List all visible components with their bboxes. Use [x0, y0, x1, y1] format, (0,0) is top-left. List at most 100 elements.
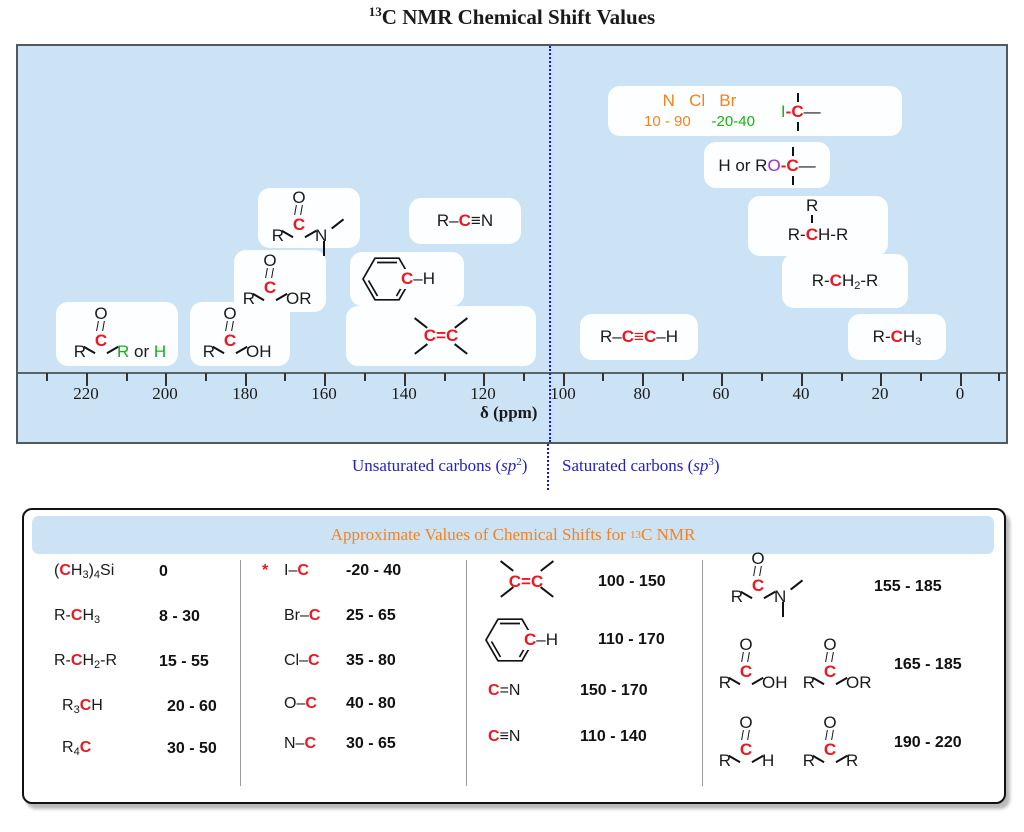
alkoxy-carbon-structure: H or RO-C— [718, 146, 816, 185]
benzene-structure: C–H [359, 252, 455, 306]
formula: I–C [284, 562, 309, 579]
right-group: H [762, 751, 775, 770]
formula: C≡N [488, 728, 521, 745]
axis-minor-tick [523, 373, 525, 381]
right-group: OR [286, 289, 312, 308]
ketone-range-box: O C R R or H [56, 302, 178, 366]
left-group: R [802, 673, 815, 692]
carbon-atom: C [823, 740, 837, 759]
shift-value: 20 - 60 [167, 697, 217, 715]
alkyne-formula: R–C≡C–H [600, 327, 678, 346]
axis-tick-label: 20 [871, 384, 889, 403]
shift-value: 110 - 140 [580, 728, 647, 745]
sp2-sp3-divider-line [547, 444, 549, 490]
axis-minor-tick [841, 373, 843, 381]
carbon-atom: C [292, 215, 306, 234]
axis-tick [721, 373, 723, 386]
heteroatom-range-box: N Cl Br 10 - 90 -20-40 I-C— [608, 86, 902, 136]
shift-value: 155 - 185 [874, 578, 942, 595]
alkene-label: C=C [508, 572, 544, 591]
double-bond [741, 730, 750, 740]
aromatic-ch-label: C–H [523, 630, 560, 650]
shift-value: 30 - 65 [346, 735, 396, 752]
ketone-structure: O C R R or H [67, 304, 167, 363]
carbon-atom: C [791, 93, 804, 131]
table-row: C=C 100 - 150 [482, 556, 666, 608]
heteroatom-ranges: N Cl Br 10 - 90 -20-40 [644, 90, 755, 132]
acid-structure: O C R OH [196, 304, 284, 363]
alkoxy-group: H or RO- [718, 156, 787, 175]
sp2-sp3-divider-line [549, 46, 551, 442]
oxygen-atom: O [263, 251, 277, 270]
oxygen-atom: O [739, 635, 753, 654]
bond-line [811, 215, 813, 223]
alkoxy-range-box: H or RO-C— [704, 142, 830, 188]
table-row: *I–C-20 - 40 [262, 562, 401, 580]
column-divider [702, 560, 703, 786]
double-bond [753, 566, 762, 576]
left-group: R [202, 342, 215, 361]
right-group: OH [246, 342, 272, 361]
methine-structure: R R-CH-R [775, 196, 861, 254]
shift-value: 165 - 185 [894, 656, 962, 673]
double-bond [825, 652, 834, 662]
axis-minor-tick [444, 373, 446, 381]
axis-tick [801, 373, 803, 386]
axis-minor-tick [682, 373, 684, 381]
carbon-atom: C [739, 740, 753, 759]
nitrogen-group: N [774, 587, 787, 606]
oxygen-atom: O [292, 188, 306, 207]
carbon-atom: C [94, 331, 108, 350]
bond-dash: — [798, 156, 816, 175]
top-r-group: R [806, 196, 819, 215]
left-group: R [242, 289, 255, 308]
shift-value: 40 - 80 [346, 695, 396, 712]
bond-line [500, 560, 514, 572]
left-group: R [718, 673, 731, 692]
axis-tick-label: 200 [152, 384, 178, 403]
oxygen-atom: O [223, 304, 237, 323]
axis-title: δ (ppm) [480, 403, 538, 422]
aromatic-ch-label: C–H [400, 269, 437, 289]
axis-minor-tick [46, 373, 48, 381]
double-bond [294, 205, 303, 215]
bond-line [782, 602, 784, 617]
alkene-structure: C=C [482, 556, 570, 608]
table-row: C≡N 110 - 140 [488, 728, 647, 746]
bond-dash: — [803, 102, 821, 121]
oxygen-atom: O [751, 549, 765, 568]
formula: (CH3)4Si [54, 562, 115, 581]
carbon-atom: C [786, 147, 799, 185]
aromatic-range-box: C–H [350, 252, 464, 306]
iodine-group: I- [780, 102, 792, 121]
shift-value: 110 - 170 [598, 631, 665, 648]
axis-tick-label: 160 [311, 384, 337, 403]
amide-range-box: O C R N [258, 188, 360, 256]
methine-formula: R-CH-R [787, 225, 849, 244]
shift-value: 0 [159, 562, 168, 580]
formula: R-CH2-R [54, 652, 118, 671]
left-group: R [802, 751, 815, 770]
axis-tick [960, 373, 962, 386]
axis-minor-tick [998, 373, 1000, 381]
axis-tick-label: 0 [955, 384, 965, 403]
shift-value: 30 - 50 [167, 739, 217, 757]
column-divider [240, 560, 241, 786]
right-group: OR [846, 673, 872, 692]
axis-minor-tick [126, 373, 128, 381]
axis-tick-label: 120 [470, 384, 496, 403]
nitrile-formula: R–C≡N [436, 211, 494, 230]
unsaturated-region-label: Unsaturated carbons (sp2) [352, 456, 528, 475]
axis-line [18, 372, 1006, 374]
formula: Br–C [284, 607, 321, 624]
axis-tick [86, 373, 88, 386]
oxygen-atom: O [823, 635, 837, 654]
alkene-structure: C=C [396, 313, 486, 359]
oxygen-atom: O [823, 713, 837, 732]
